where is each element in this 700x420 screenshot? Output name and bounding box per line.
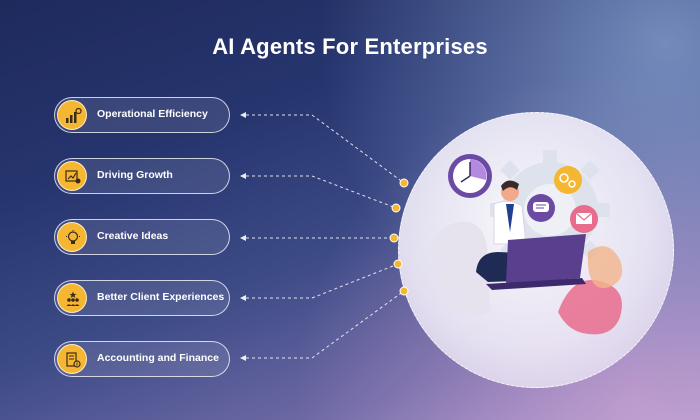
arrow-head-3 (240, 235, 246, 241)
connector-1 (246, 114, 405, 184)
feature-label: Creative Ideas (97, 230, 169, 242)
feature-item-operational-efficiency: Operational Efficiency (54, 97, 230, 133)
connector-dot-5 (399, 286, 409, 296)
feature-item-creative-ideas: Creative Ideas (54, 219, 230, 255)
mail-bubble-icon (570, 205, 598, 233)
efficiency-chart-icon (57, 100, 87, 130)
finance-document-icon (57, 344, 87, 374)
connector-2 (246, 175, 397, 209)
connector-4 (246, 263, 399, 299)
connector-dot-1 (399, 178, 409, 188)
lightbulb-icon (57, 222, 87, 252)
growth-chart-icon (57, 161, 87, 191)
arrow-head-4 (240, 295, 246, 301)
feature-label: Accounting and Finance (97, 352, 219, 364)
connector-dot-3 (389, 233, 399, 243)
feature-item-driving-growth: Driving Growth (54, 158, 230, 194)
arrow-head-2 (240, 173, 246, 179)
feature-item-better-client-experiences: Better Client Experiences (54, 280, 230, 316)
feature-label: Driving Growth (97, 169, 173, 181)
background-shape (431, 221, 490, 316)
connector-5 (246, 290, 405, 359)
peach-blob (587, 246, 623, 289)
feature-label: Better Client Experiences (97, 291, 225, 303)
arrow-head-5 (240, 355, 246, 361)
laptop (486, 234, 586, 290)
settings-bubble-icon (554, 166, 582, 194)
person-with-laptop-and-gear-illustration (431, 150, 623, 335)
feature-item-accounting-and-finance: Accounting and Finance (54, 341, 230, 377)
clients-icon (57, 283, 87, 313)
arrow-head-1 (240, 112, 246, 118)
connector-dot-4 (393, 259, 403, 269)
connector-dot-2 (391, 203, 401, 213)
clock-icon (448, 154, 492, 198)
page-title: AI Agents For Enterprises (212, 34, 488, 59)
pink-blob (558, 280, 622, 335)
chat-bubble-icon (527, 194, 555, 222)
feature-label: Operational Efficiency (97, 108, 208, 120)
